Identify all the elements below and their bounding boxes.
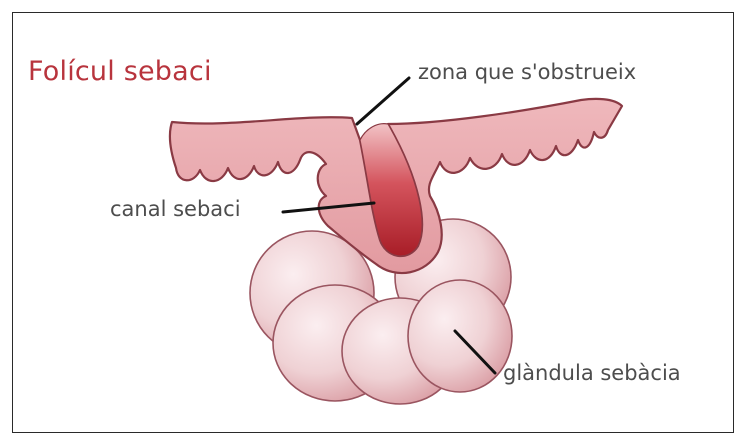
label-zona-que-sobstrueix: zona que s'obstrueix bbox=[418, 60, 636, 84]
label-canal-sebaci: canal sebaci bbox=[110, 197, 241, 221]
label-glandula-sebacia: glàndula sebàcia bbox=[503, 361, 681, 385]
leader-zona bbox=[357, 78, 409, 124]
